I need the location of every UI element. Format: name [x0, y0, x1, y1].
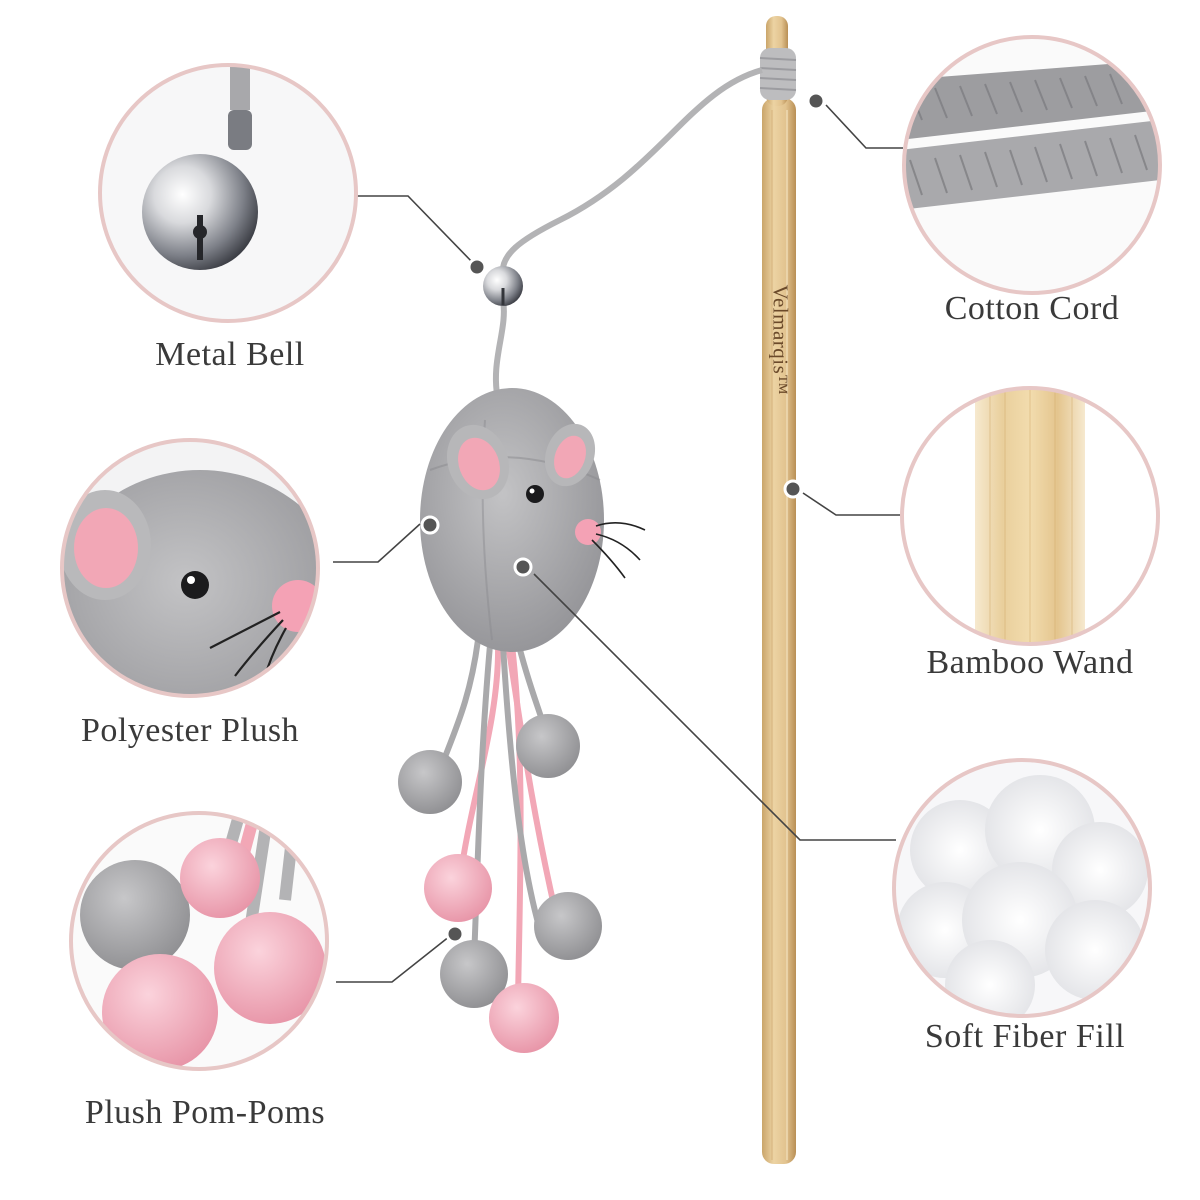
caption-bamboo-wand: Bamboo Wand	[926, 644, 1134, 681]
plush-pom-poms-closeup	[69, 811, 329, 1071]
cotton-cord-closeup	[902, 35, 1162, 295]
cotton-cord	[492, 48, 797, 401]
bamboo-wand-closeup	[900, 386, 1160, 646]
caption-polyester-plush: Polyester Plush	[80, 712, 300, 749]
metal-bell-closeup	[98, 63, 358, 323]
caption-plush-pom-poms: Plush Pom-Poms	[84, 1094, 326, 1131]
metal-bell-small	[483, 266, 523, 306]
caption-cotton-cord: Cotton Cord	[944, 290, 1120, 327]
caption-soft-fiber-fill: Soft Fiber Fill	[924, 1018, 1126, 1055]
callout-lines	[333, 104, 903, 983]
polyester-plush-closeup	[60, 438, 320, 698]
callout-dots	[420, 91, 826, 944]
caption-metal-bell: Metal Bell	[155, 336, 305, 373]
mouse-toy	[398, 388, 646, 1053]
brand-logo-text: Velmarqis™	[768, 284, 793, 396]
soft-fiber-fill-closeup	[892, 758, 1152, 1018]
bamboo-wand	[762, 16, 796, 1164]
